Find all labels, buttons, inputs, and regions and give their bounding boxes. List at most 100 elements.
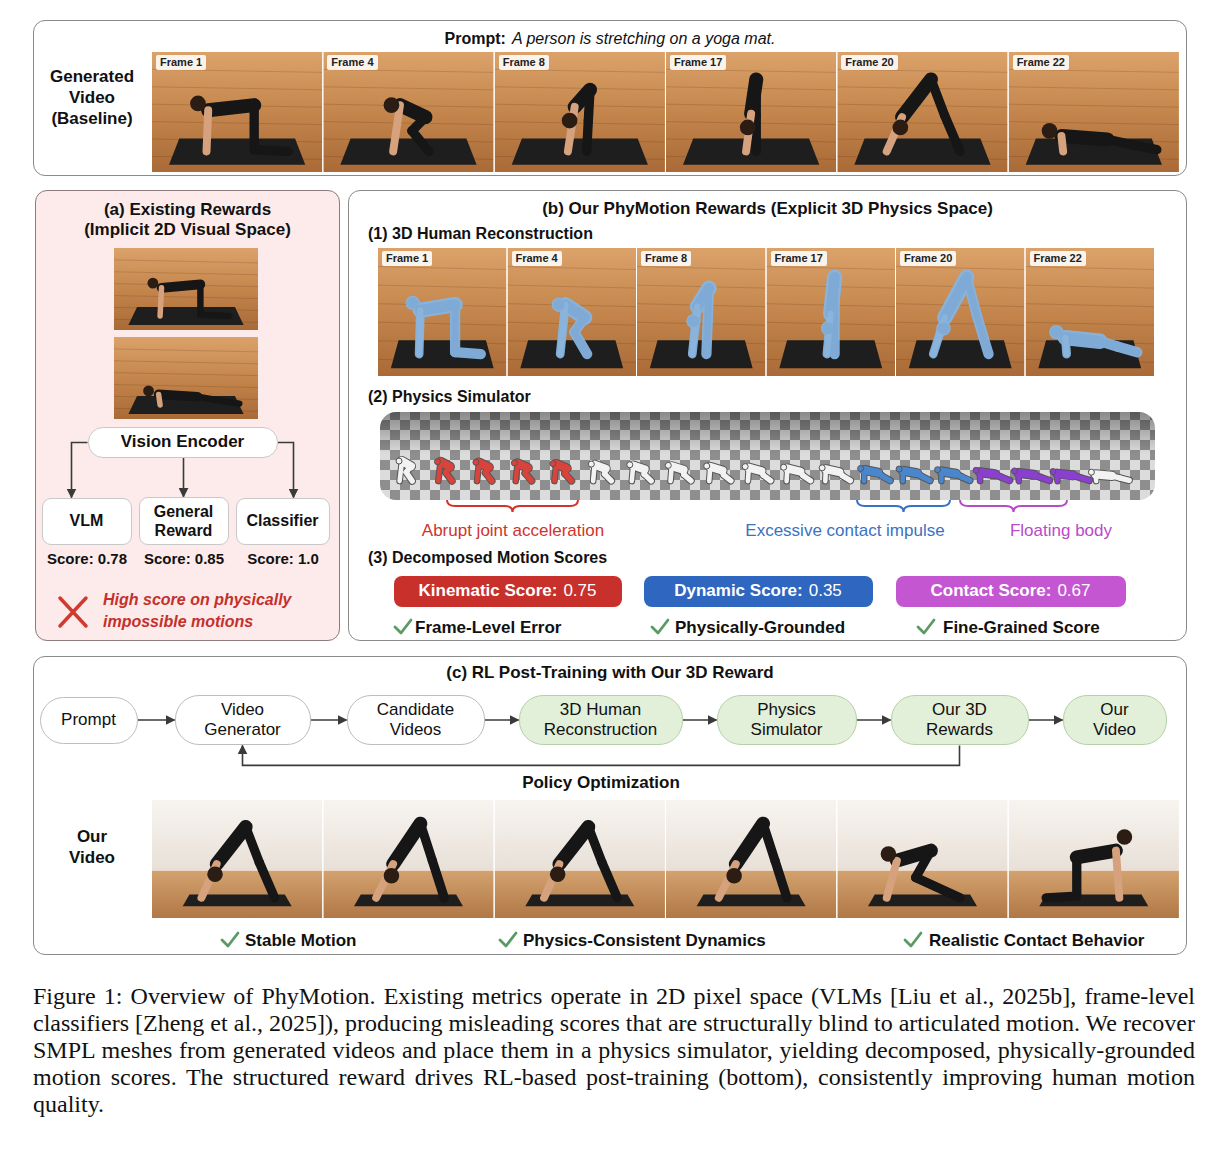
person-figure	[376, 824, 444, 898]
person-figure-part	[207, 866, 223, 882]
yoga-mat	[340, 138, 476, 164]
property-check: Physically-Grounded	[675, 617, 845, 638]
video-frame	[637, 248, 766, 376]
pipeline-step: Our Video	[1063, 695, 1167, 746]
person-figure	[201, 827, 274, 898]
person-figure-part	[1065, 338, 1100, 342]
score-badge: Kinematic Score:0.75	[394, 576, 622, 606]
video-frame-part	[767, 267, 896, 270]
video-frame-part	[378, 322, 507, 325]
step-label: Video Generator	[190, 700, 296, 741]
smpl-mesh-part	[552, 297, 566, 311]
person-figure-part	[945, 277, 967, 317]
video-frame-part	[1026, 248, 1155, 376]
smpl-mesh-part	[1049, 325, 1063, 339]
video-frame-part	[508, 267, 637, 270]
sim-body-part	[724, 475, 731, 481]
text-group: Vision Encoder	[121, 432, 244, 452]
frame-tag: Frame 4	[512, 251, 562, 266]
frame-tag: Frame 1	[382, 251, 432, 266]
box-label: Classifier	[246, 511, 318, 530]
sim-body-part	[1016, 473, 1021, 481]
sim-body	[1050, 469, 1089, 482]
yoga-mat	[128, 307, 243, 325]
smpl-mesh-part	[1118, 347, 1137, 352]
video-frame-part	[114, 361, 258, 364]
check-mark	[222, 933, 238, 946]
video-frame	[666, 800, 836, 918]
video-frame-part	[495, 871, 665, 918]
sim-body-part	[486, 473, 492, 481]
video-frame-part	[152, 871, 322, 918]
sim-body-part	[588, 461, 594, 467]
video-frame	[1009, 52, 1179, 172]
sim-body-part	[882, 476, 890, 480]
score-text: Kinematic Score:	[419, 581, 558, 601]
person-figure-part	[1118, 347, 1137, 352]
pipeline-step: 3D Human Reconstruction	[519, 695, 683, 746]
sim-body-part	[862, 470, 867, 481]
video-frame-part	[152, 87, 322, 90]
panel-title: (c) RL Post-Training with Our 3D Reward	[446, 663, 773, 683]
person-figure-part	[560, 305, 565, 354]
sim-body-part	[935, 467, 941, 473]
sim-body	[896, 466, 930, 481]
sim-body	[819, 465, 850, 481]
frame-tag: Frame 17	[670, 55, 726, 70]
frame-tag: Frame 22	[1013, 55, 1069, 70]
person-figure-part	[736, 824, 763, 864]
sim-body-part	[1001, 477, 1010, 480]
video-frame	[837, 800, 1007, 918]
person-figure-part	[159, 394, 198, 396]
text-group: Dynamic Score:0.35	[674, 581, 842, 601]
sim-body	[935, 467, 970, 481]
video-frame-part	[114, 272, 258, 275]
video-frame-part	[508, 248, 637, 376]
sim-body-part	[406, 472, 412, 481]
person-figure-part	[162, 284, 201, 288]
sim-body-part	[823, 469, 828, 481]
person-figure-part	[977, 316, 989, 354]
person-figure-part	[887, 861, 897, 898]
smpl-mesh-part	[821, 321, 835, 335]
video-frame	[767, 248, 896, 376]
sim-body	[665, 462, 691, 481]
score-value: Score: 1.0	[247, 550, 319, 569]
bracket	[447, 500, 578, 512]
step-label: Prompt	[61, 710, 116, 730]
yoga-mat	[391, 340, 494, 368]
reward-model-box: Classifier	[236, 498, 330, 545]
score-value: Score: 0.85	[144, 550, 224, 569]
video-frame-part	[152, 122, 322, 125]
flow-arrow	[243, 745, 960, 765]
step-label: Our Video	[1078, 700, 1152, 741]
property-check: Physics-Consistent Dynamics	[523, 930, 766, 951]
panel-title: Prompt:	[445, 29, 506, 48]
frame-tag: Frame 20	[841, 55, 897, 70]
video-frame-part	[1009, 871, 1179, 918]
video-frame-part	[1026, 285, 1155, 288]
check-mark	[500, 933, 516, 946]
sim-body-part	[632, 465, 633, 481]
sim-body-part	[446, 473, 452, 482]
smpl-mesh	[405, 296, 480, 354]
person-figure-part	[726, 868, 742, 884]
video-frame-part	[114, 260, 258, 263]
edge-label: Policy Optimization	[518, 772, 684, 793]
sim-body-part	[1041, 477, 1050, 480]
person-figure-part	[831, 277, 835, 314]
person-figure-part	[147, 278, 158, 289]
person-figure	[384, 97, 429, 151]
smpl-mesh	[686, 288, 709, 354]
panel-title: A person is stretching on a yoga mat.	[512, 29, 776, 48]
smpl-mesh-part	[560, 305, 565, 354]
yoga-mat	[854, 138, 990, 164]
person-figure	[1046, 829, 1132, 897]
reward-model-box: VLM	[42, 498, 132, 545]
score-text: 0.67	[1057, 581, 1090, 601]
video-frame-part	[1009, 122, 1179, 125]
pipeline-step: Prompt	[40, 697, 138, 744]
check-mark	[395, 620, 411, 633]
flow-arrow	[138, 719, 175, 721]
